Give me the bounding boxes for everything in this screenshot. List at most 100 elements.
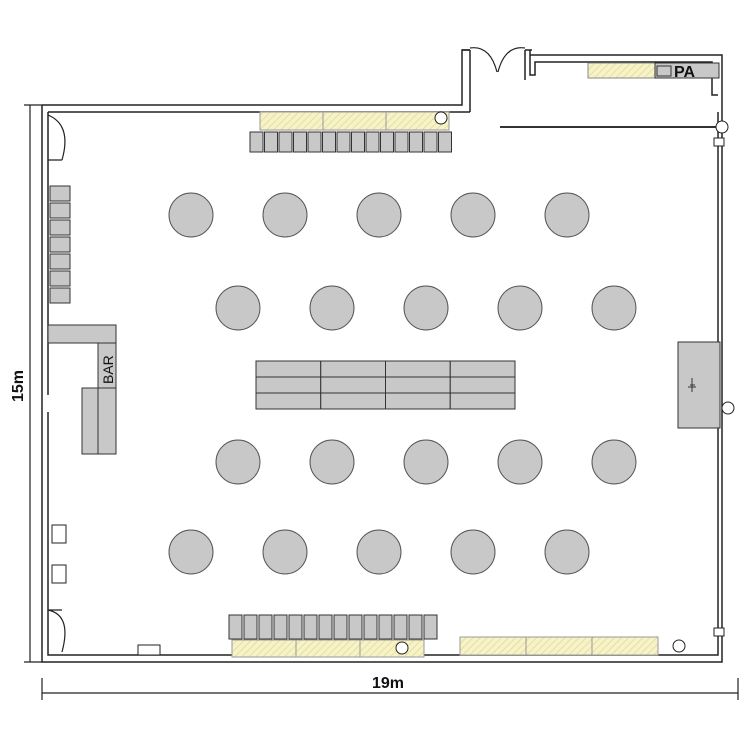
- buffet-table: [525, 636, 593, 656]
- center-table: [385, 360, 451, 378]
- chair: [258, 614, 273, 640]
- chair: [409, 131, 423, 153]
- chair: [293, 131, 307, 153]
- buffet-table: [385, 111, 450, 131]
- chair: [363, 614, 378, 640]
- chair: [378, 614, 393, 640]
- round-table: [544, 529, 590, 575]
- chair: [318, 614, 333, 640]
- bar-counter: [47, 324, 117, 455]
- chair: [423, 614, 438, 640]
- round-table: [309, 285, 355, 331]
- bar-label: BAR: [100, 355, 116, 384]
- chair: [49, 287, 71, 304]
- fire-extinguisher-icon: [51, 524, 67, 544]
- round-table: [215, 285, 261, 331]
- round-table: [450, 529, 496, 575]
- chair: [348, 614, 363, 640]
- round-table: [356, 529, 402, 575]
- trash-bin-icon: [721, 401, 735, 415]
- chair: [249, 131, 264, 153]
- round-table: [262, 192, 308, 238]
- chair: [49, 219, 71, 236]
- chair: [49, 185, 71, 202]
- round-table: [450, 192, 496, 238]
- height-dimension-label: 15m: [10, 370, 27, 402]
- width-dimension-label: 19m: [372, 675, 404, 692]
- buffet-table: [295, 639, 361, 658]
- round-table: [168, 529, 214, 575]
- chair: [307, 131, 322, 153]
- buffet-table: [231, 639, 297, 658]
- chair: [351, 131, 365, 153]
- entrance-door[interactable]: [469, 47, 526, 73]
- round-table: [403, 285, 449, 331]
- center-table: [320, 360, 386, 378]
- center-table: [449, 360, 516, 378]
- chair: [408, 614, 423, 640]
- chair: [49, 236, 71, 253]
- round-table: [591, 439, 637, 485]
- round-table: [215, 439, 261, 485]
- chair: [243, 614, 258, 640]
- chair: [288, 614, 303, 640]
- trash-bin-icon: [395, 641, 409, 655]
- chair: [423, 131, 438, 153]
- outlet-icon: [713, 627, 725, 637]
- buffet-table: [359, 639, 425, 658]
- trash-bin-icon: [715, 120, 729, 134]
- pa-label: PA: [674, 64, 695, 81]
- center-table: [255, 360, 322, 378]
- pillar: [137, 644, 161, 656]
- outlet-icon: [713, 137, 725, 147]
- chair: [228, 614, 243, 640]
- round-table: [356, 192, 402, 238]
- round-table: [544, 192, 590, 238]
- round-table: [168, 192, 214, 238]
- door-bottom-left[interactable]: [47, 609, 66, 653]
- chair: [49, 253, 71, 270]
- pa-equipment-icon: [656, 65, 672, 77]
- center-table: [255, 392, 322, 410]
- chair: [438, 131, 452, 153]
- center-table: [320, 392, 386, 410]
- chair: [394, 131, 409, 153]
- round-table: [497, 285, 543, 331]
- trash-bin-icon: [434, 111, 448, 125]
- chair: [365, 131, 380, 153]
- dimension-lines: [24, 104, 739, 700]
- center-table: [449, 392, 516, 410]
- chair: [393, 614, 408, 640]
- buffet-table: [459, 636, 527, 656]
- chair: [322, 131, 336, 153]
- center-table: [449, 376, 516, 394]
- buffet-table: [591, 636, 659, 656]
- stage: [677, 341, 721, 429]
- chair: [303, 614, 318, 640]
- chair: [264, 131, 278, 153]
- microphone-icon: [688, 378, 696, 392]
- pa-side-table: [587, 62, 656, 79]
- door-top-left[interactable]: [47, 114, 66, 161]
- trash-bin-icon: [672, 639, 686, 653]
- round-table: [591, 285, 637, 331]
- chair: [49, 202, 71, 219]
- fire-extinguisher-icon: [51, 564, 67, 584]
- buffet-table: [322, 111, 387, 131]
- round-table: [309, 439, 355, 485]
- chair: [273, 614, 288, 640]
- chair: [336, 131, 351, 153]
- chair: [49, 270, 71, 287]
- center-table: [385, 392, 451, 410]
- chair: [278, 131, 293, 153]
- round-table: [403, 439, 449, 485]
- round-table: [262, 529, 308, 575]
- chair: [333, 614, 348, 640]
- round-table: [497, 439, 543, 485]
- center-table: [255, 376, 322, 394]
- center-table: [320, 376, 386, 394]
- buffet-table: [259, 111, 324, 131]
- center-table: [385, 376, 451, 394]
